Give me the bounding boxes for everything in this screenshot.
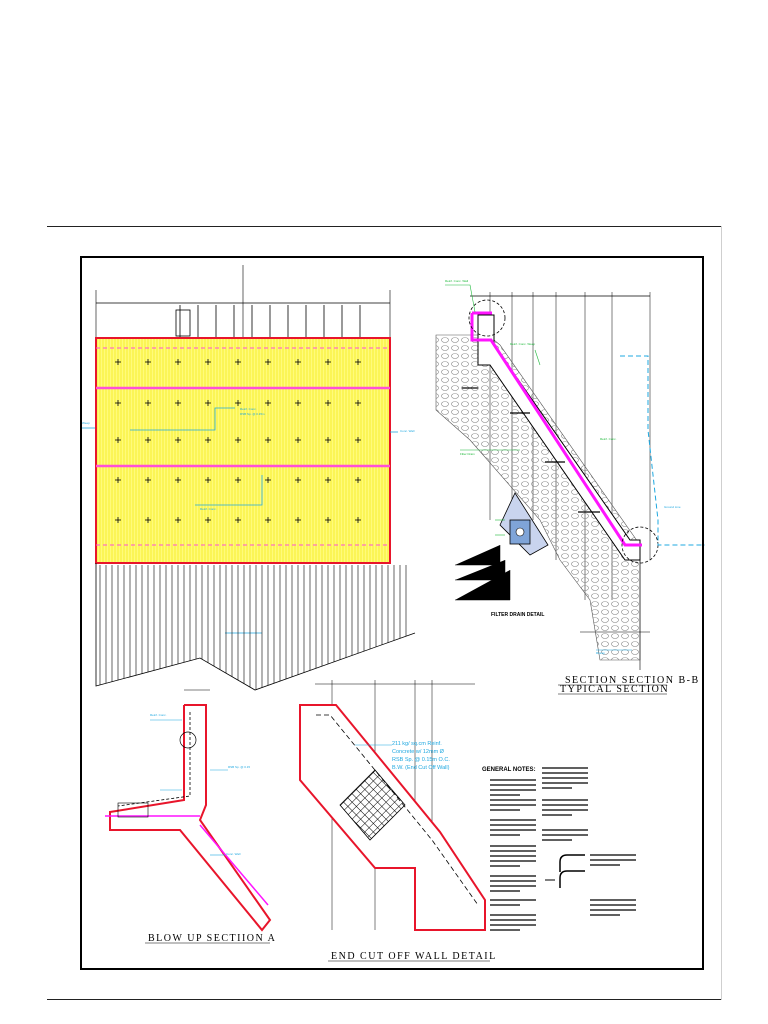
bottom-rule <box>47 999 721 1000</box>
callout-line-2: Concrete w/ 12mm Ø <box>392 749 445 755</box>
svg-text:Reinf. Conc. Weep: Reinf. Conc. Weep <box>510 342 535 346</box>
section-title-2: TYPICAL SECTION <box>560 684 669 695</box>
section-titles: SECTION SECTION B-B TYPICAL SECTION <box>558 675 700 695</box>
callout-line-3: RSB Sp. @ 0.15m O.C. <box>392 757 450 763</box>
svg-text:Reinf. Conc.: Reinf. Conc. <box>150 713 167 717</box>
plan-elevation: Reinf. Conc. RSB Sp. @ 0.15m Reinf. Conc… <box>82 265 416 691</box>
title-frame <box>80 256 704 970</box>
callout-line-1: 211 kg/ sq.cm Reinf. <box>392 741 442 747</box>
general-notes: GENERAL NOTES: <box>482 767 636 931</box>
svg-text:RSB Sp. @ 0.15: RSB Sp. @ 0.15 <box>228 765 250 769</box>
end-cutoff-wall: 211 kg/ sq.cm Reinf. Concrete w/ 12mm Ø … <box>299 680 497 962</box>
endwall-title: END CUT OFF WALL DETAIL <box>331 951 497 962</box>
filter-drain-title: FILTER DRAIN DETAIL <box>491 612 544 618</box>
rebar-callout: 211 kg/ sq.cm Reinf. Concrete w/ 12mm Ø … <box>392 741 450 771</box>
svg-text:Reinf. Conc. Wall: Reinf. Conc. Wall <box>445 279 468 283</box>
callout-line-4: B.W. (End Cut Off Wall) <box>392 765 450 771</box>
filter-drain-detail: FILTER DRAIN DETAIL <box>455 492 549 618</box>
svg-text:Reinf. Conc.: Reinf. Conc. <box>600 437 617 441</box>
svg-text:Reinf. Conc.: Reinf. Conc. <box>240 407 257 411</box>
top-rule <box>47 226 721 227</box>
svg-text:Filter Drain: Filter Drain <box>460 452 475 456</box>
magenta-slope-line <box>470 313 642 547</box>
svg-text:Ground Line: Ground Line <box>664 505 681 509</box>
svg-text:Weep: Weep <box>82 421 90 425</box>
hatched-block <box>339 769 406 841</box>
svg-text:Riprap: Riprap <box>596 651 605 655</box>
right-rule <box>721 226 722 1000</box>
blowup-section: Reinf. Conc. RSB Sp. @ 0.15 Conc. Wall B… <box>105 689 276 944</box>
svg-text:Conc. Wall: Conc. Wall <box>226 852 241 856</box>
typical-section: Reinf. Conc. Wall Reinf. Conc. Weep Filt… <box>435 279 705 695</box>
section-title-1: SECTION SECTION B-B <box>565 675 700 686</box>
blowup-title: BLOW UP SECTIION A <box>148 933 276 944</box>
svg-text:Conc. Wall: Conc. Wall <box>400 429 415 433</box>
svg-text:RSB Sp. @ 0.15m: RSB Sp. @ 0.15m <box>240 412 265 416</box>
notes-title: GENERAL NOTES: <box>482 767 536 773</box>
svg-text:Reinf. Conc.: Reinf. Conc. <box>200 507 217 511</box>
